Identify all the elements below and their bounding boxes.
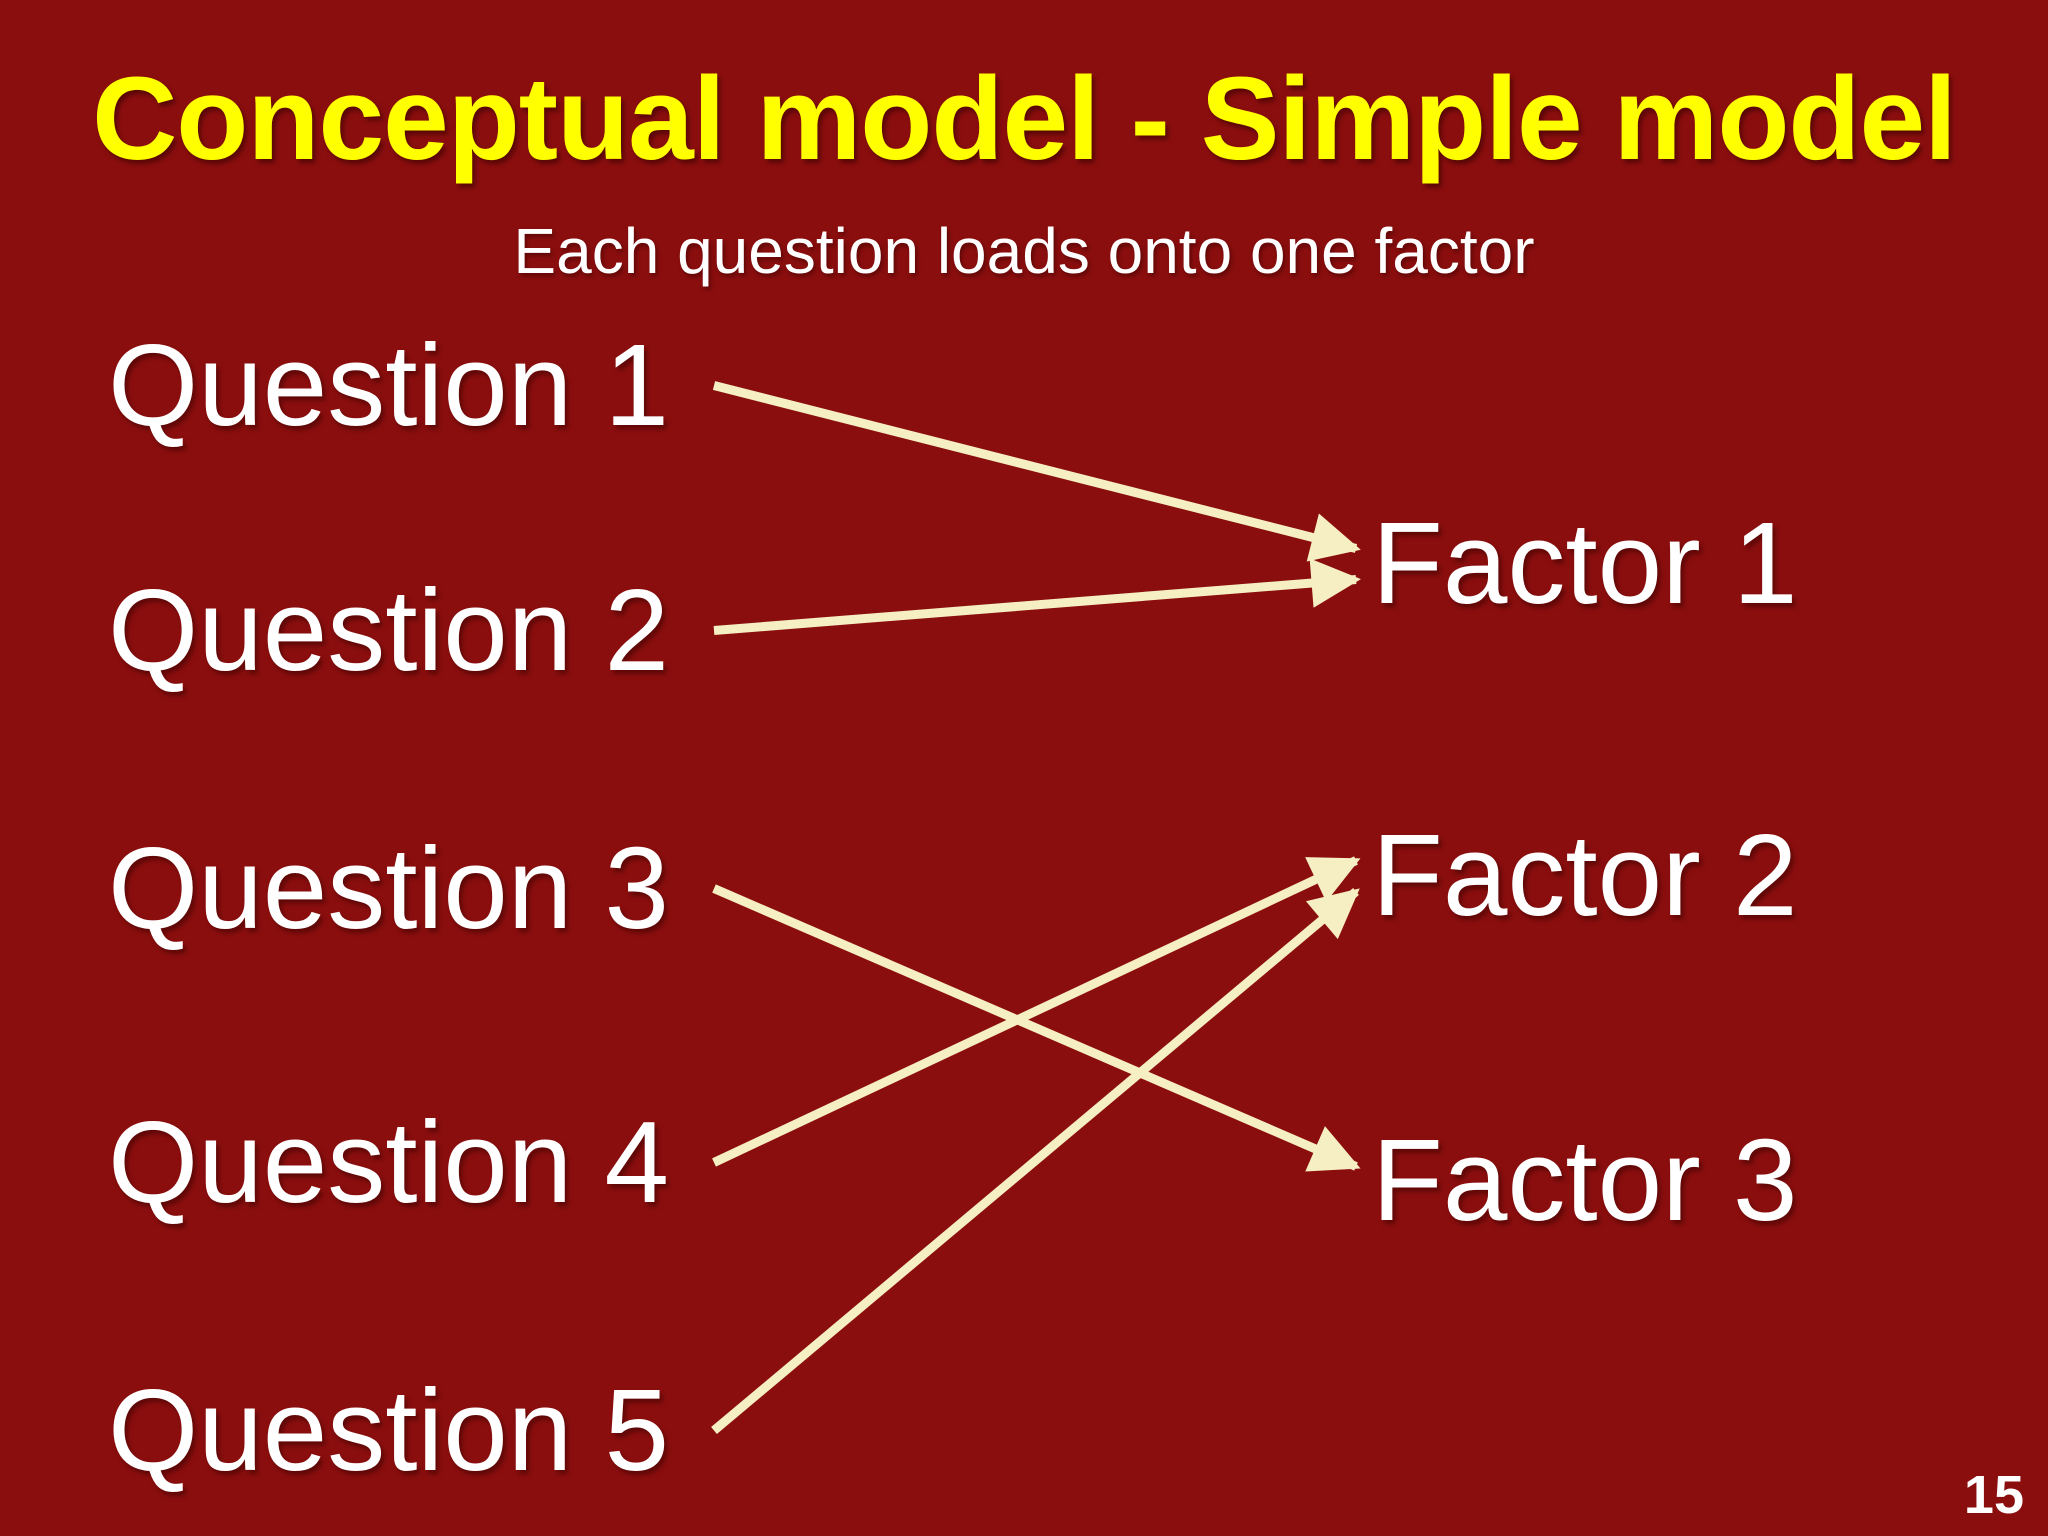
- arrow-q3-to-f3: [712, 884, 1361, 1172]
- page-number: 15: [1963, 1465, 2024, 1525]
- question-3-label: Question 3: [108, 823, 670, 953]
- question-4-label: Question 4: [108, 1097, 670, 1227]
- question-1-label: Question 1: [108, 320, 670, 450]
- factor-1-label: Factor 1: [1372, 498, 1798, 628]
- factor-2-label: Factor 2: [1372, 810, 1798, 940]
- arrow-q2-to-f1: [713, 558, 1361, 635]
- arrow-q5-to-f2: [711, 888, 1360, 1434]
- arrow-q4-to-f2: [712, 856, 1361, 1167]
- slide-title: Conceptual model - Simple model: [92, 53, 1957, 185]
- slide-subtitle: Each question loads onto one factor: [513, 215, 1535, 287]
- question-2-label: Question 2: [108, 565, 670, 695]
- question-5-label: Question 5: [108, 1365, 670, 1495]
- arrow-q1-to-f1: [712, 381, 1361, 562]
- factor-3-label: Factor 3: [1372, 1115, 1798, 1245]
